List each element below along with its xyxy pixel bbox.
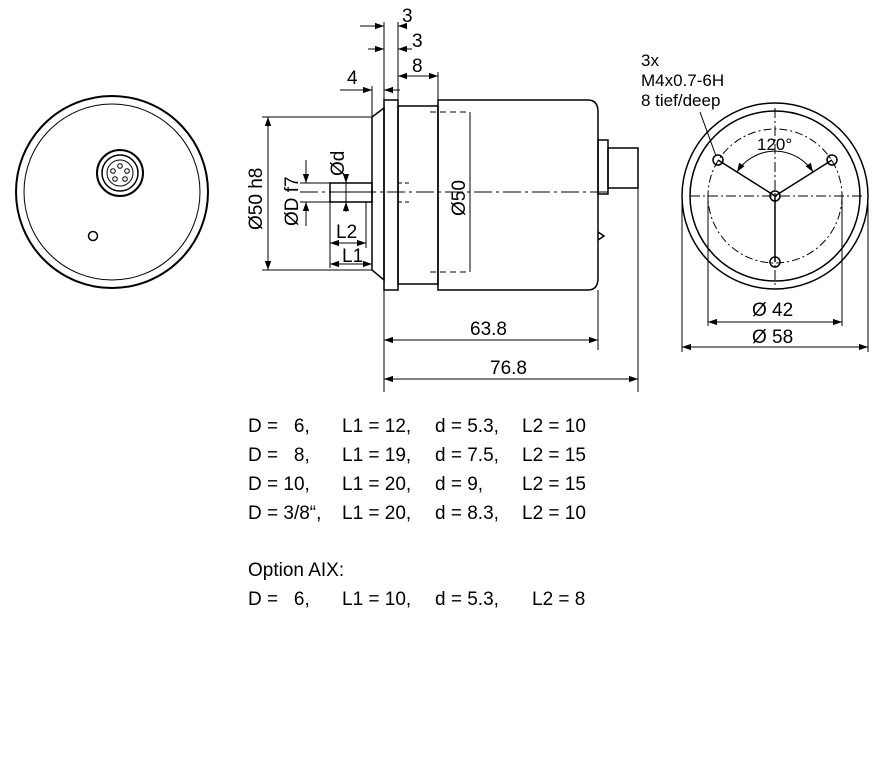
variant-L1: L1 = 19, <box>342 445 412 466</box>
side-dimension-lines <box>262 22 639 392</box>
dim-L2: L2 <box>336 222 357 243</box>
option-D: D = 6, <box>248 589 310 610</box>
variant-D: D = 8, <box>248 445 310 466</box>
dim-dia-58: Ø 58 <box>752 327 793 348</box>
variant-d: d = 7.5, <box>435 445 499 466</box>
thread-hole-left <box>712 154 724 166</box>
thread-note-line2: M4x0.7-6H <box>641 71 724 90</box>
connector-icon <box>96 149 144 197</box>
variant-L2: L2 = 10 <box>522 503 586 524</box>
variant-D: D = 6, <box>248 416 310 437</box>
variant-row: D = 6, L1 = 12, d = 5.3, L2 = 10 <box>248 412 586 586</box>
option-title: Option AIX: <box>248 560 345 581</box>
variant-L2: L2 = 10 <box>522 416 586 437</box>
rear-view <box>15 95 209 289</box>
thread-hole-right <box>826 154 838 166</box>
dim-angle-120: 120° <box>757 135 792 154</box>
variant-row: D = 8, L1 = 19, d = 7.5, L2 = 15 <box>248 441 586 615</box>
cable-gland <box>597 139 609 195</box>
variant-D: D = 10, <box>248 474 310 495</box>
dim-63-8: 63.8 <box>470 319 507 340</box>
variant-d: d = 5.3, <box>435 416 499 437</box>
variant-d: d = 9, <box>435 474 484 495</box>
variant-L2: L2 = 15 <box>522 474 586 495</box>
side-view <box>300 99 639 291</box>
variant-L1: L1 = 20, <box>342 503 412 524</box>
option-row: D = 6, L1 = 10, d = 5.3, L2 = 8 <box>248 585 585 759</box>
dim-dia-50: Ø50 <box>449 180 470 216</box>
front-view <box>681 102 869 352</box>
dimension-labels: 3 3 8 4 Ø50 h8 ØD f7 Ød Ø50 L2 L1 63.8 7… <box>246 6 793 379</box>
option-d: d = 5.3, <box>435 589 499 610</box>
option-aix: Option AIX: D = 6, L1 = 10, d = 5.3, L2 … <box>248 556 628 620</box>
housing <box>437 99 599 291</box>
dim-76-8: 76.8 <box>490 358 527 379</box>
variants-table: D = 6, L1 = 12, d = 5.3, L2 = 10 D = 8, … <box>248 412 628 532</box>
variant-row: D = 10, L1 = 20, d = 9, L2 = 15 <box>248 470 586 644</box>
rear-housing-outer <box>15 95 209 289</box>
option-L2: L2 = 8 <box>532 589 586 610</box>
flange <box>371 106 385 282</box>
encoder-technical-drawing: 3 3 8 4 Ø50 h8 ØD f7 Ød Ø50 L2 L1 63.8 7… <box>15 6 869 392</box>
vent-hole <box>87 230 99 242</box>
option-L1: L1 = 10, <box>342 589 412 610</box>
dim-dia-50h8: Ø50 h8 <box>246 168 267 230</box>
dim-dia-d: Ød <box>328 151 349 176</box>
dim-dia-Df7: ØD f7 <box>282 176 303 226</box>
dim-top-4: 4 <box>347 68 358 89</box>
thread-note-line3: 8 tief/deep <box>641 91 720 110</box>
thread-note-line1: 3x <box>641 51 659 70</box>
rear-housing-inner <box>23 103 201 281</box>
variant-L2: L2 = 15 <box>522 445 586 466</box>
variant-d: d = 8.3, <box>435 503 499 524</box>
dim-L1: L1 <box>342 246 363 267</box>
variant-row: D = 3/8“, L1 = 20, d = 8.3, L2 = 10 <box>248 499 586 673</box>
dim-top-8: 8 <box>412 56 423 77</box>
variant-L1: L1 = 20, <box>342 474 412 495</box>
dim-dia-42: Ø 42 <box>752 300 793 321</box>
variant-D: D = 3/8“, <box>248 503 322 524</box>
dim-top-3a: 3 <box>402 6 413 27</box>
variant-L1: L1 = 12, <box>342 416 412 437</box>
dim-top-3b: 3 <box>412 31 423 52</box>
